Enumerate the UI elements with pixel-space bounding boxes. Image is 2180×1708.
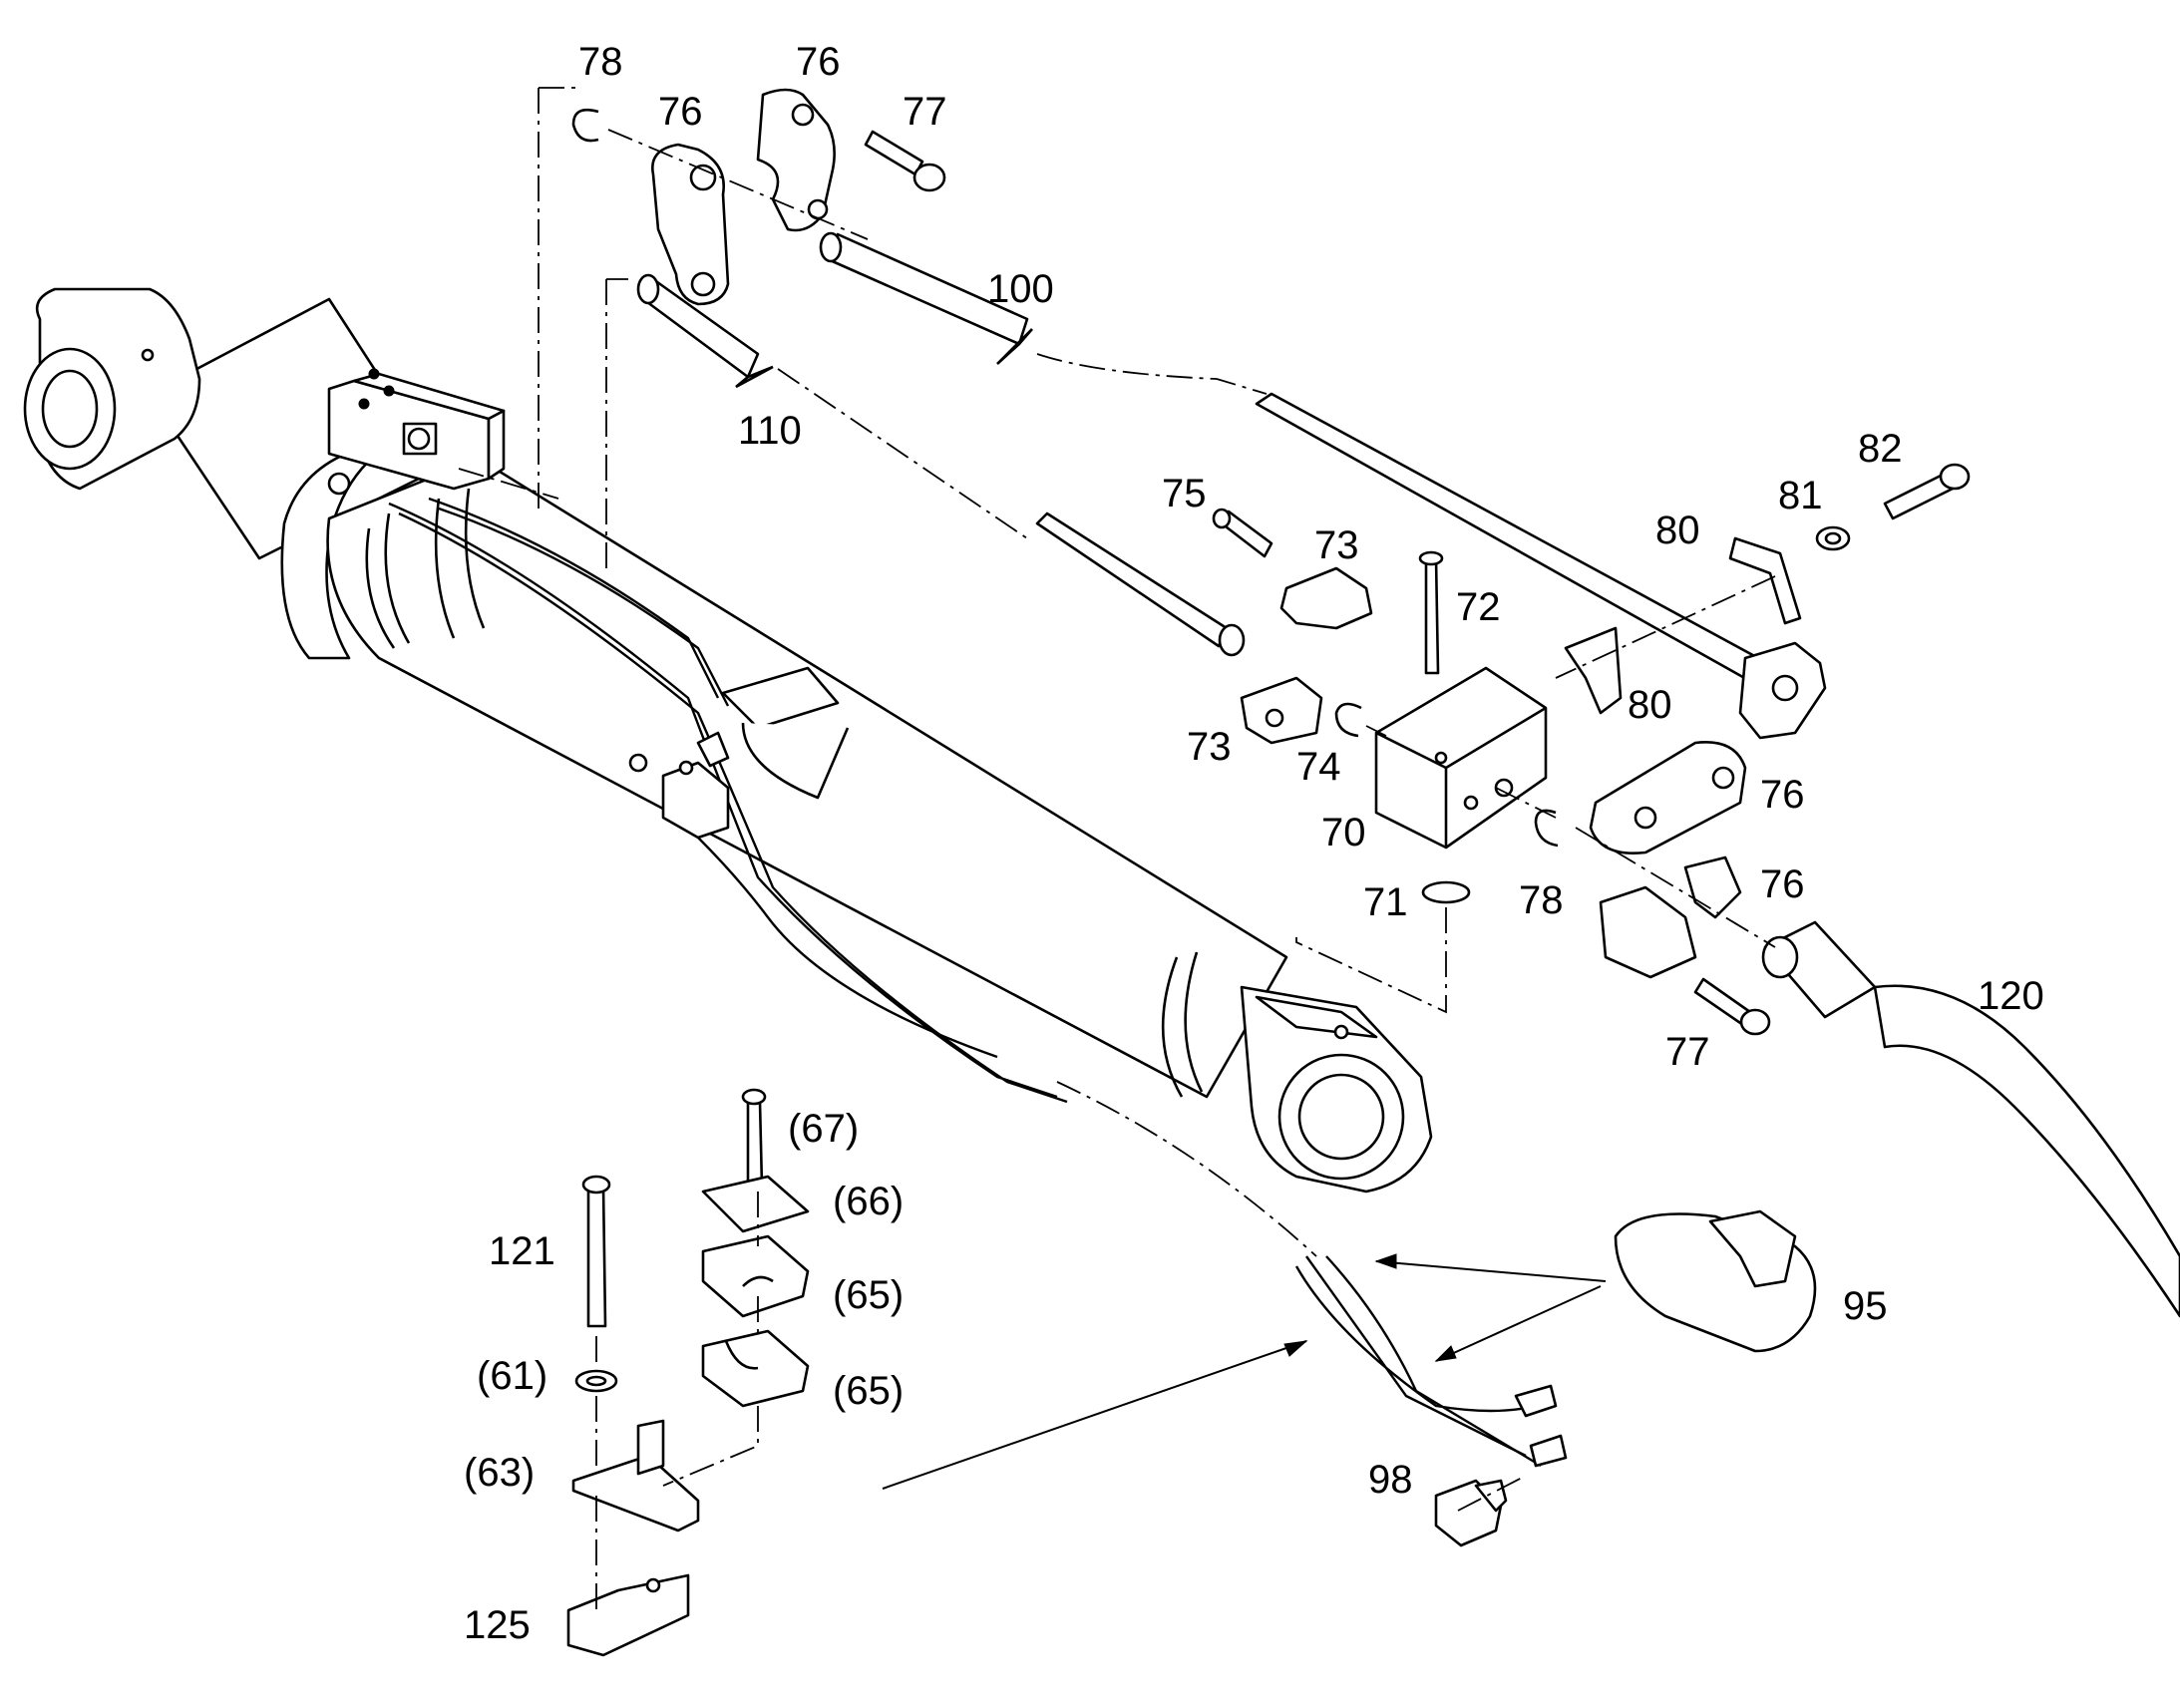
assembly-lines bbox=[458, 87, 1776, 1610]
hose-ends bbox=[1294, 1255, 1568, 1468]
bolt-82 bbox=[1883, 463, 1971, 520]
washer-81 bbox=[1815, 525, 1851, 551]
block-125 bbox=[566, 1573, 690, 1657]
plate-80a bbox=[1728, 536, 1802, 625]
callout-63: (63) bbox=[464, 1451, 535, 1495]
flange-half-76d bbox=[1599, 855, 1742, 979]
clamp-65a bbox=[701, 1234, 810, 1318]
callout-78: 78 bbox=[578, 40, 623, 84]
flange-half-73a bbox=[1279, 566, 1373, 630]
flange-half-76c bbox=[1589, 741, 1747, 854]
callout-77: 77 bbox=[1665, 1030, 1710, 1074]
callout-81: 81 bbox=[1778, 474, 1823, 517]
callout-70: 70 bbox=[1321, 811, 1366, 854]
callout-labels: 78 76 76 77 100 110 75 73 82 81 80 72 80… bbox=[464, 40, 2044, 1647]
callout-76: 76 bbox=[1760, 773, 1805, 817]
snap-ring-78a bbox=[571, 108, 599, 143]
plate-80b bbox=[1564, 626, 1623, 715]
snap-ring-74 bbox=[1334, 702, 1362, 738]
callout-121: 121 bbox=[489, 1229, 555, 1273]
callout-66: (66) bbox=[833, 1180, 904, 1223]
pointer-arrows bbox=[882, 1253, 1607, 1490]
callout-110: 110 bbox=[738, 409, 802, 453]
callout-75: 75 bbox=[1162, 472, 1207, 515]
plug-98 bbox=[1434, 1479, 1508, 1547]
callout-95: 95 bbox=[1843, 1284, 1888, 1328]
callout-61: (61) bbox=[477, 1354, 547, 1398]
block-70 bbox=[1374, 666, 1548, 850]
hydraulic-cylinder bbox=[23, 287, 1433, 1194]
callout-100: 100 bbox=[987, 267, 1054, 311]
snap-ring-78b bbox=[1534, 809, 1559, 848]
bolt-67 bbox=[741, 1088, 767, 1189]
callout-76: 76 bbox=[658, 90, 703, 134]
bolt-72 bbox=[1418, 550, 1444, 675]
bolt-77b bbox=[1693, 977, 1771, 1036]
bolt-121 bbox=[581, 1175, 611, 1328]
callout-65: (65) bbox=[833, 1273, 904, 1317]
callout-74: 74 bbox=[1296, 745, 1341, 789]
bolt-75 bbox=[1212, 508, 1273, 558]
callout-76: 76 bbox=[796, 40, 841, 84]
bolt-77a bbox=[864, 130, 946, 192]
o-ring-71 bbox=[1421, 880, 1471, 904]
washer-61 bbox=[574, 1369, 618, 1393]
flange-half-76b bbox=[756, 88, 836, 232]
callout-73: 73 bbox=[1314, 523, 1359, 567]
callout-82: 82 bbox=[1858, 427, 1903, 471]
pipe-100 bbox=[819, 231, 1033, 365]
callout-71: 71 bbox=[1363, 880, 1408, 924]
pipe-110 bbox=[636, 273, 774, 389]
flange-right bbox=[1738, 641, 1827, 740]
callout-125: 125 bbox=[464, 1603, 531, 1647]
flange-half-73b bbox=[1240, 676, 1323, 745]
callout-80: 80 bbox=[1628, 683, 1672, 727]
hose-120 bbox=[1761, 920, 2180, 1318]
flange-half-76a bbox=[651, 143, 730, 306]
strap-95 bbox=[1614, 1209, 1817, 1353]
callout-77: 77 bbox=[903, 90, 947, 134]
callout-73: 73 bbox=[1187, 725, 1232, 769]
callout-65: (65) bbox=[833, 1369, 904, 1413]
callout-72: 72 bbox=[1456, 585, 1501, 629]
callout-76: 76 bbox=[1760, 862, 1805, 906]
callout-98: 98 bbox=[1368, 1458, 1413, 1502]
callout-78: 78 bbox=[1519, 878, 1564, 922]
bracket-63 bbox=[571, 1419, 700, 1533]
plate-66 bbox=[701, 1175, 810, 1233]
callout-67: (67) bbox=[788, 1107, 859, 1151]
clamp-65b bbox=[701, 1329, 810, 1408]
callout-80: 80 bbox=[1655, 509, 1700, 552]
callout-120: 120 bbox=[1978, 974, 2044, 1018]
